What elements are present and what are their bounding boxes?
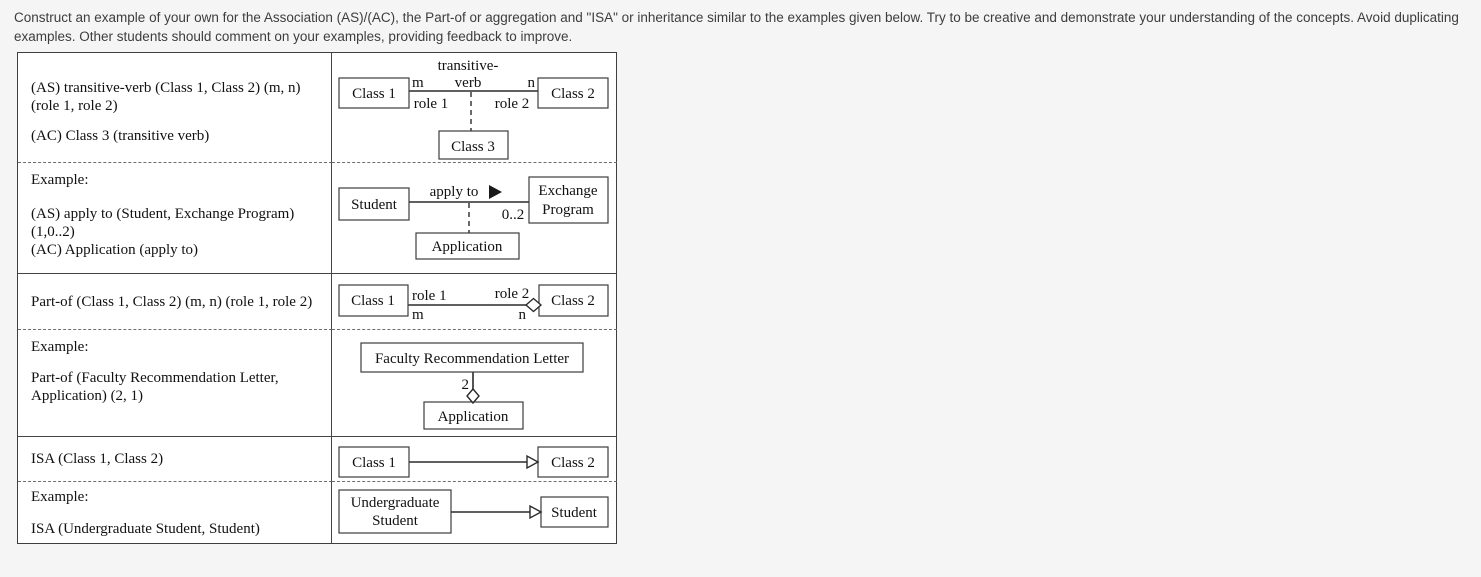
exchange-program-label-line-1: Exchange [538,183,597,199]
class1-box [338,446,410,478]
role2-label: role 2 [495,96,530,112]
prompt-line-1: Construct an example of your own for the… [14,10,1459,25]
isa-example-diagram-cell: Undergraduate Student Student [332,482,617,543]
aggregation-diagram: Class 1 Class 2 role 1 m role 2 n [338,284,609,323]
as-example-diagram-cell: Student Exchange Program apply to 0..2 A… [332,163,617,274]
association-name-line-2: verb [455,75,482,91]
inheritance-arrow-icon [526,454,540,470]
concept-table: (AS) transitive-verb (Class 1, Class 2) … [17,52,617,544]
class2-label: Class 2 [551,455,595,471]
student-box [540,496,609,528]
association-name-line-1: transitive- [438,58,499,74]
example-label: Example: [31,339,89,355]
class1-label: Class 1 [352,455,396,471]
as-definition-cell: (AS) transitive-verb (Class 1, Class 2) … [18,53,332,163]
aggregation-diamond-icon [466,387,480,405]
class3-box [438,130,509,160]
association-name: apply to [430,184,479,200]
inheritance-diagram: Class 1 Class 2 [338,446,609,478]
letter-application-diagram: Faculty Recommendation Letter 2 Applicat… [360,342,584,430]
undergraduate-student-box [338,489,452,534]
class3-label: Class 3 [451,139,495,155]
student-label: Student [351,197,398,213]
class1-box [338,77,410,109]
faculty-recommendation-letter-box [360,342,584,373]
student-box [338,187,410,221]
exchange-program-box [528,176,609,224]
direction-arrow-icon [489,185,502,199]
class1-label: Class 1 [351,293,395,309]
class2-box [537,77,609,109]
student-label: Student [551,505,598,521]
class2-box [537,446,609,478]
application-box [423,401,524,430]
prompt-line-2: examples. Other students should comment … [14,29,573,44]
class2-box [538,284,609,317]
multiplicity-n: n [519,307,527,323]
partof-example-diagram-cell: Faculty Recommendation Letter 2 Applicat… [332,330,617,437]
example-label: Example: [31,172,89,188]
role1-label: role 1 [414,96,449,112]
isa-signature-line: ISA (Class 1, Class 2) [31,451,164,467]
aggregation-diamond-icon [524,297,543,313]
partof-signature-line: Part-of (Class 1, Class 2) (m, n) (role … [31,293,313,310]
multiplicity-2: 2 [462,377,470,393]
assignment-prompt: Construct an example of your own for the… [14,8,1479,46]
apply-to-diagram: Student Exchange Program apply to 0..2 A… [338,176,609,260]
class1-label: Class 1 [352,86,396,102]
isa-diagram-cell: Class 1 Class 2 [332,437,617,482]
application-box [415,232,520,260]
inheritance-arrow-icon [529,504,543,520]
isa-definition-cell: ISA (Class 1, Class 2) [18,437,332,482]
ac-signature-line: (AC) Class 3 (transitive verb) [31,128,210,144]
class2-label: Class 2 [551,86,595,102]
undergraduate-student-label-line-2: Student [372,513,419,529]
partof-example-cell: Example: Part-of (Faculty Recommendation… [18,330,332,437]
multiplicity-n: n [528,75,536,91]
partof-example-line-1: Part-of (Faculty Recommendation Letter, [31,370,279,386]
as-diagram-cell: Class 1 Class 2 Class 3 transitive- verb… [332,53,617,163]
as-example-line-3: (AC) Application (apply to) [31,242,199,258]
partof-definition-cell: Part-of (Class 1, Class 2) (m, n) (role … [18,274,332,330]
as-example-line-2: (1,0..2) [31,224,75,240]
student-inheritance-diagram: Undergraduate Student Student [338,489,609,534]
class2-label: Class 2 [551,293,595,309]
class1-box [338,284,409,317]
as-signature-line-1: (AS) transitive-verb (Class 1, Class 2) … [31,80,301,96]
multiplicity-m: m [412,75,424,91]
application-label: Application [438,409,509,425]
association-diagram: Class 1 Class 2 Class 3 transitive- verb… [338,58,609,160]
isa-example-line-1: ISA (Undergraduate Student, Student) [31,521,260,537]
as-signature-line-2: (role 1, role 2) [31,98,118,114]
undergraduate-student-label-line-1: Undergraduate [351,495,440,511]
as-example-cell: Example: (AS) apply to (Student, Exchang… [18,163,332,274]
exchange-program-label-line-2: Program [542,202,594,218]
multiplicity-0-2: 0..2 [502,207,525,223]
partof-example-line-2: Application) (2, 1) [31,388,144,404]
role1-label: role 1 [412,288,447,304]
role2-label: role 2 [495,286,530,302]
partof-diagram-cell: Class 1 Class 2 role 1 m role 2 n [332,274,617,330]
application-label: Application [432,239,503,255]
faculty-recommendation-letter-label: Faculty Recommendation Letter [375,351,569,367]
example-label: Example: [31,489,89,505]
multiplicity-m: m [412,307,424,323]
isa-example-cell: Example: ISA (Undergraduate Student, Stu… [18,482,332,543]
as-example-line-1: (AS) apply to (Student, Exchange Program… [31,206,295,222]
